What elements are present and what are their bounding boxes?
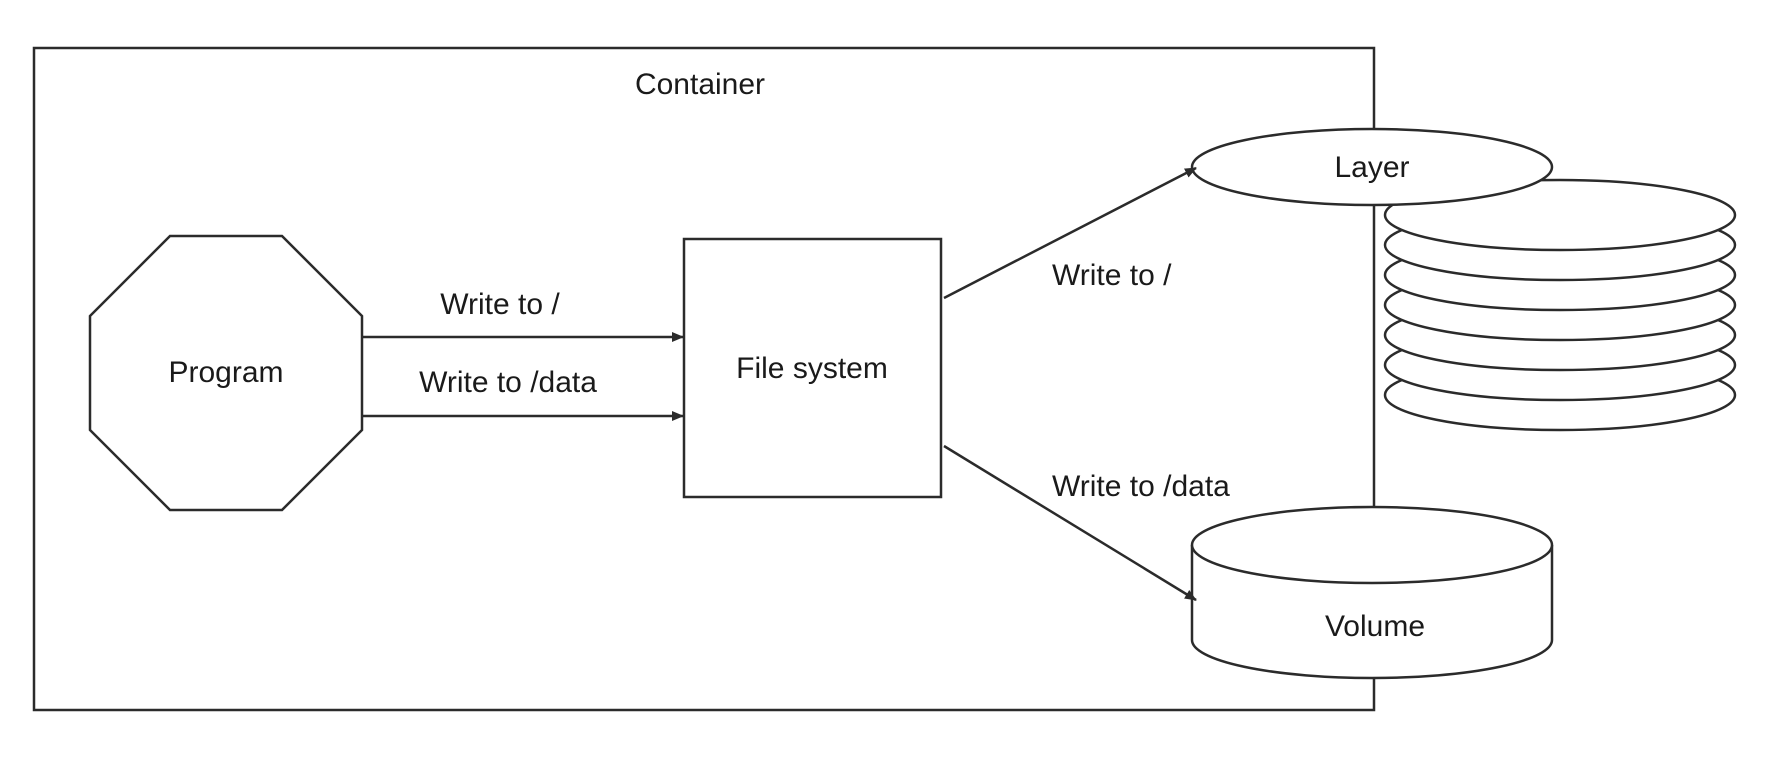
volume-node: Volume: [1190, 505, 1554, 680]
arrow-fs-to-layer: [943, 166, 1197, 300]
edge-fs-to-volume: Write to /data: [943, 444, 1230, 602]
volume-cylinder-top: [1190, 505, 1554, 585]
layer-label: Layer: [1334, 151, 1409, 184]
edge-program-to-fs-data: Write to /data: [362, 366, 684, 421]
arrow-fs-to-volume: [943, 444, 1197, 602]
edge-label-fs-to-volume: Write to /data: [1052, 470, 1230, 503]
layer-node: [1190, 127, 1554, 207]
program-octagon: [88, 234, 364, 512]
volume-label: Volume: [1325, 610, 1425, 643]
container-label: Container: [635, 68, 765, 101]
layer-stack: Layer: [1190, 127, 1737, 432]
edge-fs-to-layer: Write to /: [943, 166, 1197, 300]
file-system-box: [682, 237, 943, 499]
file-system-label: File system: [736, 352, 888, 385]
edge-label-fs-to-layer: Write to /: [1052, 259, 1172, 292]
edge-program-to-fs-root: Write to /: [362, 288, 684, 342]
file-system-node: File system: [682, 237, 943, 499]
program-label: Program: [168, 356, 283, 389]
program-node: Program: [88, 234, 364, 512]
edge-label-program-to-fs-data: Write to /data: [419, 366, 597, 399]
edge-label-program-to-fs-root: Write to /: [440, 288, 560, 321]
